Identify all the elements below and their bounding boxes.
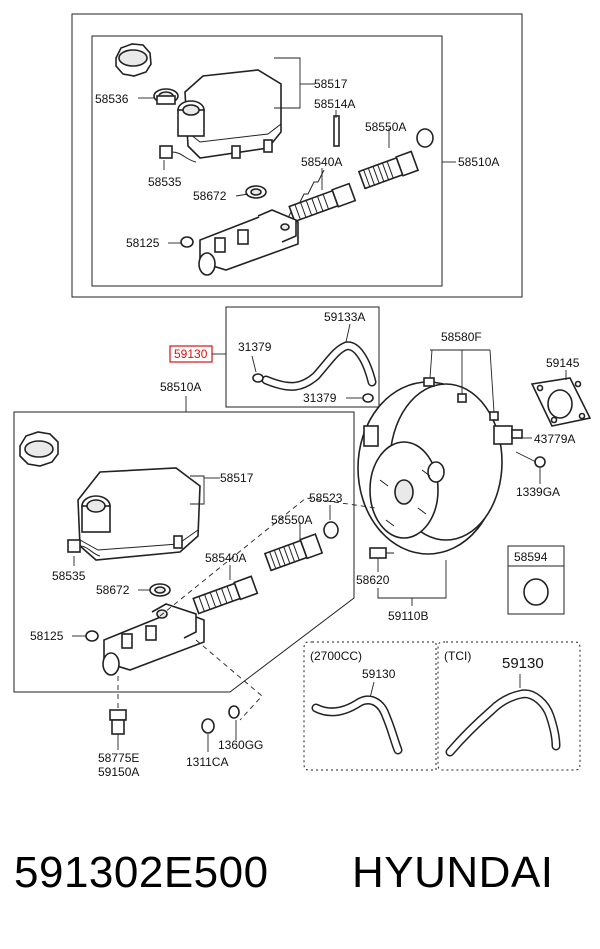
label-43779A: 43779A	[534, 432, 575, 446]
label-59145: 59145	[546, 356, 580, 370]
top-oring-icon	[416, 128, 434, 148]
label-top-58125: 58125	[126, 236, 160, 250]
lower-reservoir-cap-icon	[19, 431, 59, 467]
label-lower-58125: 58125	[30, 629, 64, 643]
hose-frame	[225, 306, 380, 408]
variant-tci-part: 59130	[502, 655, 544, 672]
lower-oring-icon	[323, 521, 339, 539]
label-top-58536: 58536	[95, 92, 129, 106]
lower-reservoir-tank-icon	[77, 467, 201, 561]
part-number: 591302E500	[14, 848, 269, 897]
lower-grommet-icon	[149, 583, 171, 597]
variant-tci-title: (TCI)	[444, 649, 471, 663]
label-lower-1311CA: 1311CA	[186, 755, 228, 769]
reservoir-cap-icon	[115, 43, 152, 77]
label-hose-31379-bottom: 31379	[303, 391, 337, 405]
check-valve-icon	[369, 547, 394, 559]
cap-seal-icon	[153, 88, 179, 105]
label-top-58540A: 58540A	[301, 155, 342, 169]
variant-2700cc-hose-icon	[311, 695, 403, 755]
grommet-icon	[245, 185, 267, 199]
label-58580F: 58580F	[441, 330, 482, 344]
label-lower-58550A: 58550A	[271, 513, 312, 527]
label-lower-58540A: 58540A	[205, 551, 246, 565]
booster-bracket-bolt-icon	[493, 425, 523, 445]
hose-group: 59130 59133A 31379 31379	[169, 306, 380, 408]
variant-2700cc-title: (2700CC)	[310, 649, 362, 663]
variant-tci-box: (TCI) 59130	[437, 641, 581, 771]
label-top-58510A: 58510A	[458, 155, 499, 169]
label-hose-59133A: 59133A	[324, 310, 365, 324]
pin-icon	[333, 115, 340, 147]
lower-connector-icon	[67, 539, 101, 557]
label-lower-58775E: 58775E	[98, 751, 139, 765]
lower-seal-kit-icon	[192, 575, 259, 615]
lower-master-cylinder-group: 58510A	[13, 380, 377, 779]
label-top-58672: 58672	[193, 189, 227, 203]
label-lower-59150A: 59150A	[98, 765, 139, 779]
label-lower-58510A: 58510A	[160, 380, 201, 394]
brand-name: HYUNDAI	[352, 848, 554, 897]
connector-icon	[159, 145, 197, 163]
lower-fitting-icon	[109, 709, 127, 735]
oring-box: 58594	[507, 545, 565, 615]
booster-gasket-icon	[530, 377, 592, 427]
top-piston-kit-icon	[357, 150, 420, 190]
label-top-58535: 58535	[148, 175, 182, 189]
top-master-cylinder-group: 58517 58536 58514A 58550A 58540A 58510A …	[71, 13, 523, 298]
label-lower-58535: 58535	[52, 569, 86, 583]
hose-clip-bottom-icon	[362, 393, 374, 403]
variant-2700cc-part: 59130	[362, 667, 396, 681]
booster-nut-icon	[534, 456, 546, 468]
label-1339GA: 1339GA	[516, 485, 560, 499]
lower-frame	[13, 411, 355, 693]
top-plug-icon	[180, 236, 194, 248]
brake-booster-icon	[357, 381, 503, 555]
label-lower-1360GG: 1360GG	[218, 738, 263, 752]
lower-nut-icon	[201, 718, 215, 734]
reservoir-tank-icon	[177, 69, 282, 159]
label-58620: 58620	[356, 573, 390, 587]
label-top-58514A: 58514A	[314, 97, 355, 111]
label-lower-58517: 58517	[220, 471, 254, 485]
label-lower-58672: 58672	[96, 583, 130, 597]
top-outer-frame	[71, 13, 523, 298]
lower-washer-icon	[228, 705, 240, 719]
lower-plug-icon	[85, 630, 99, 642]
oring-icon	[523, 578, 549, 606]
label-top-58550A: 58550A	[365, 120, 406, 134]
highlight-part-label: 59130	[174, 347, 208, 361]
variant-2700cc-box: (2700CC) 59130	[303, 641, 437, 771]
label-59110B: 59110B	[388, 609, 428, 623]
label-hose-31379-top: 31379	[238, 340, 272, 354]
label-lower-58523: 58523	[309, 491, 343, 505]
lower-piston-kit-icon	[263, 533, 324, 572]
top-seal-kit-icon	[287, 169, 357, 223]
booster-group: 58594 58580F 59145 43779A 1339GA 58620 5…	[356, 330, 592, 623]
lower-master-cylinder-icon	[102, 603, 205, 676]
top-master-cylinder-icon	[198, 209, 299, 276]
label-58594: 58594	[514, 550, 548, 564]
parts-diagram: 58517 58536 58514A 58550A 58540A 58510A …	[13, 13, 592, 779]
label-top-58517: 58517	[314, 77, 348, 91]
hose-clip-icon	[252, 373, 264, 383]
